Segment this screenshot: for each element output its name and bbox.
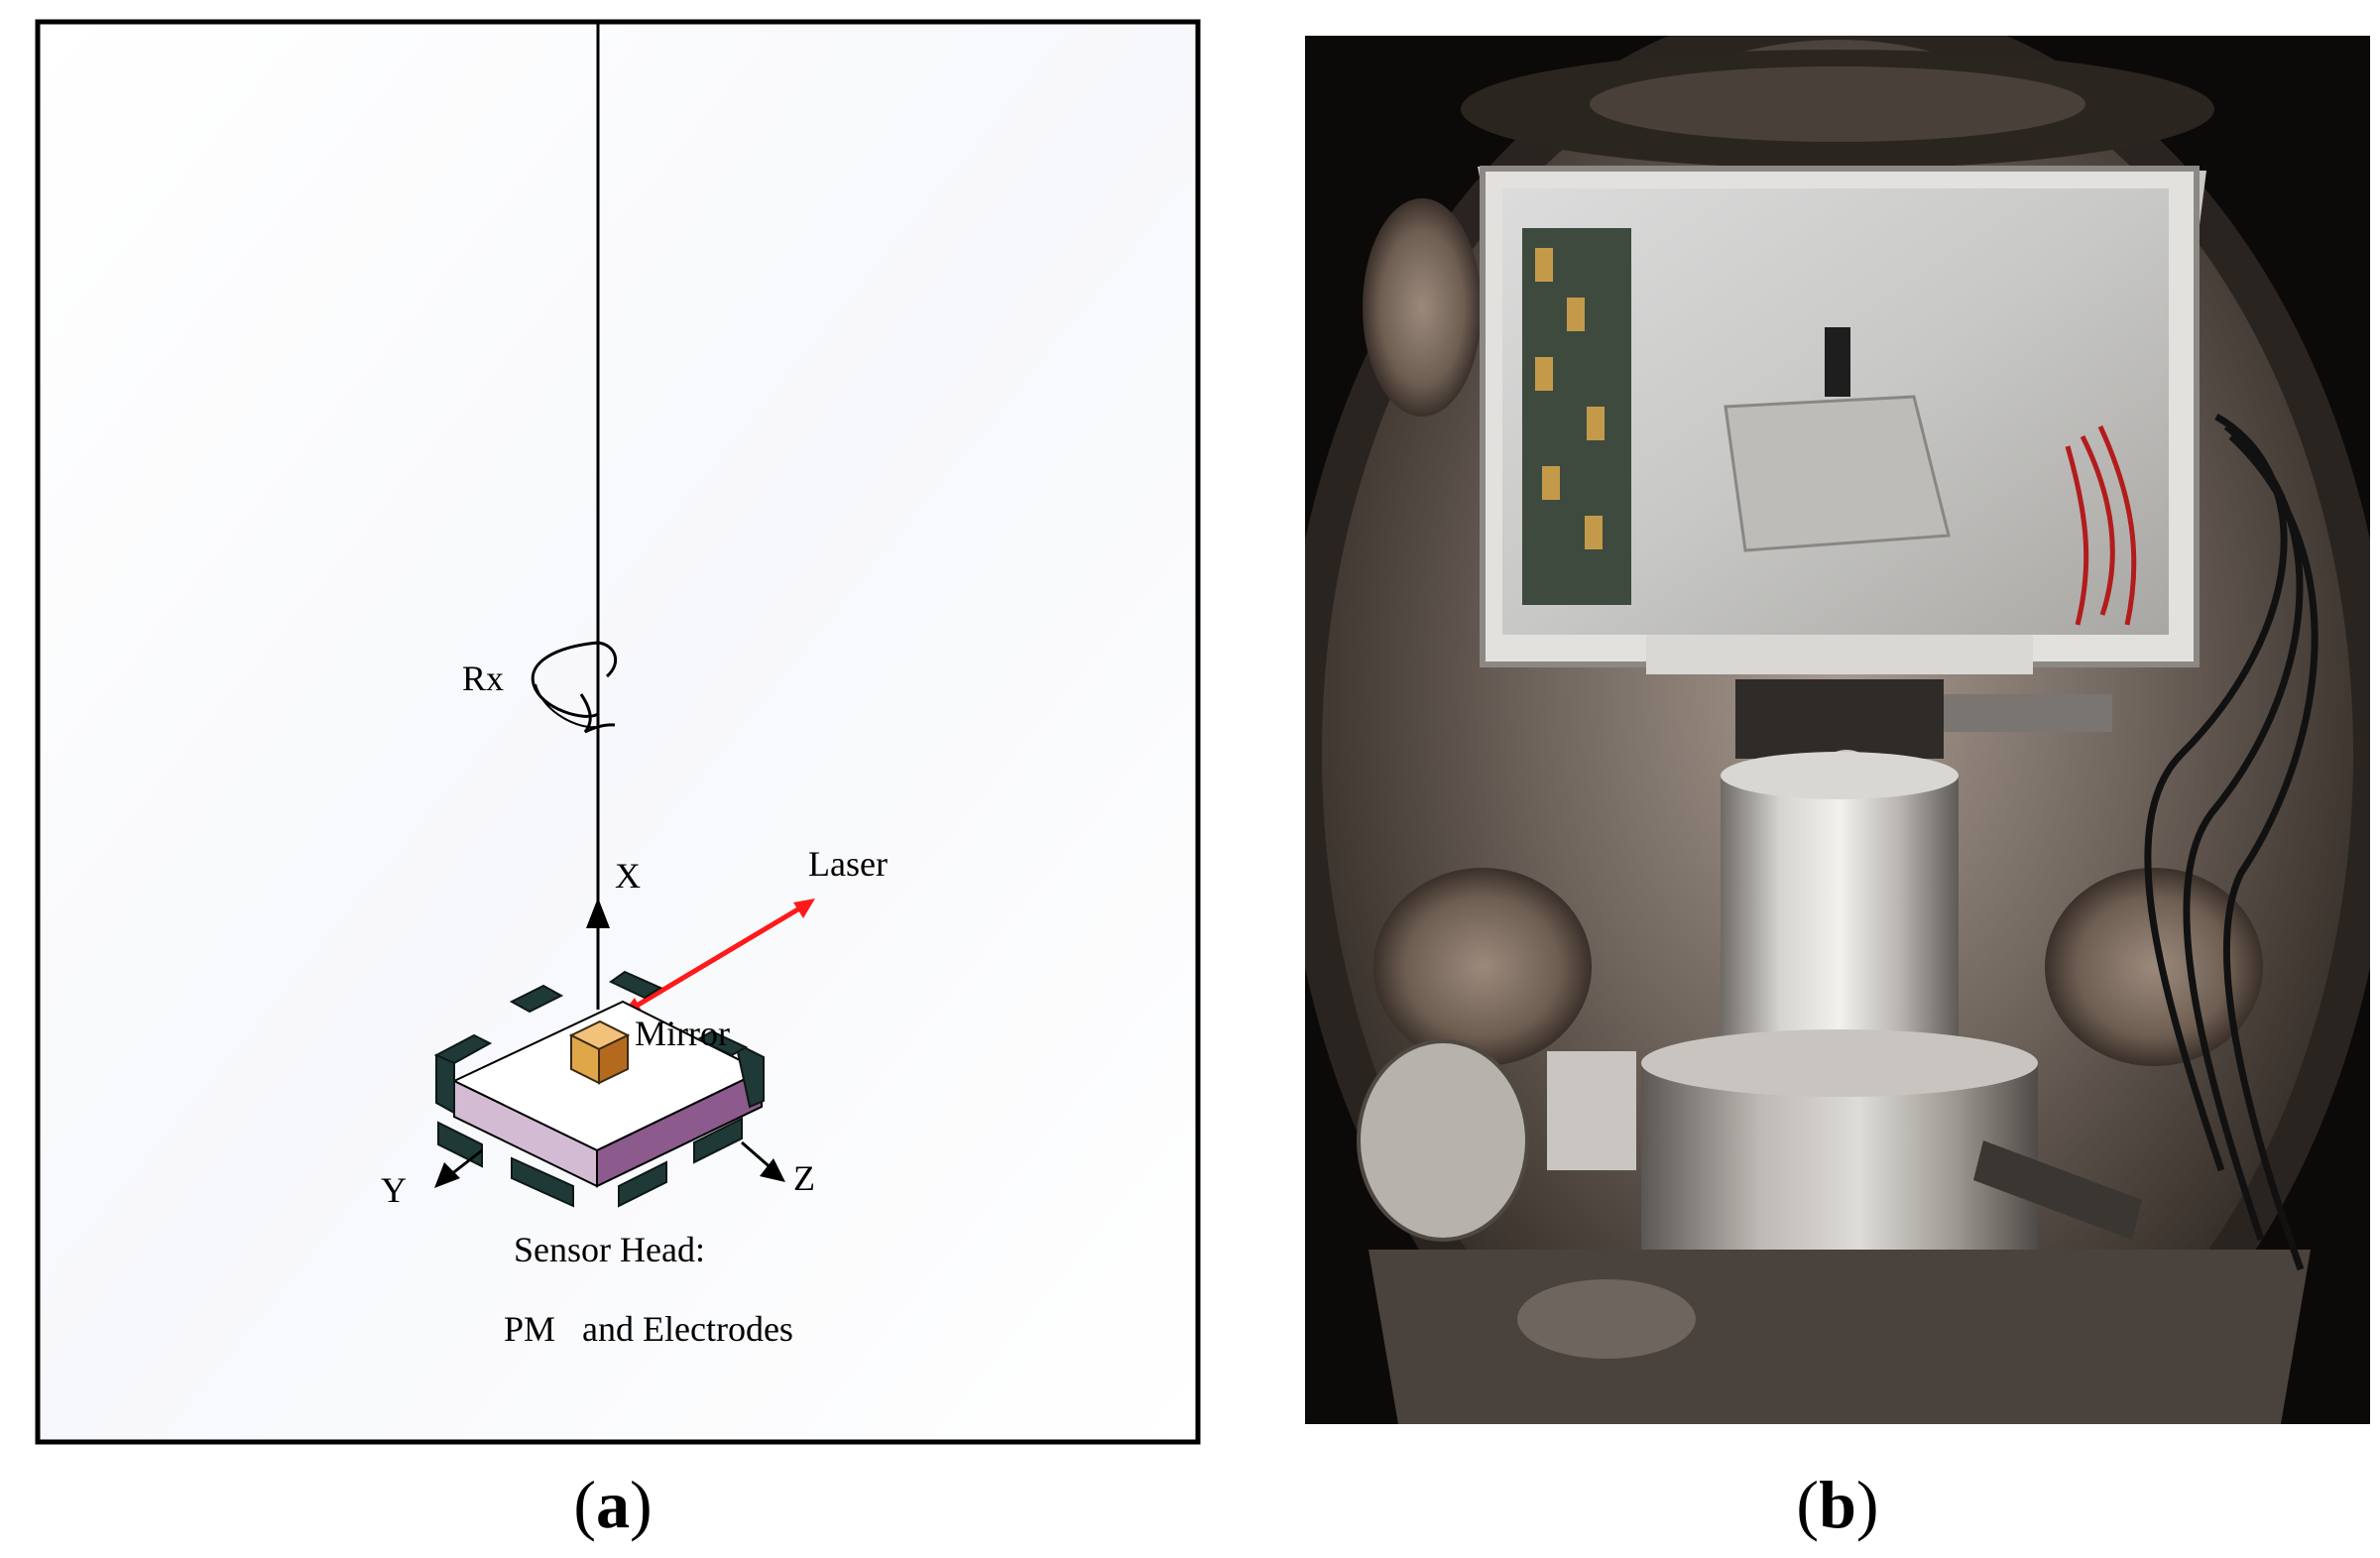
x-axis-arrowhead xyxy=(586,898,610,928)
electrode xyxy=(618,1160,667,1208)
port-left-upper xyxy=(1363,198,1482,417)
black-cables xyxy=(2144,413,2319,1271)
label-laser: Laser xyxy=(808,844,888,884)
electrodes xyxy=(433,970,765,1208)
mount-plate xyxy=(1724,395,1951,552)
port-right-lower xyxy=(2045,868,2263,1066)
column-top xyxy=(1721,752,1959,799)
floor-port xyxy=(1517,1279,1696,1359)
chamber-floor xyxy=(1368,1250,2311,1424)
gear-disc xyxy=(1357,1039,1529,1242)
electrode xyxy=(609,970,663,1000)
electrode xyxy=(509,984,564,1014)
mirror-mount xyxy=(1825,327,1850,397)
plate-front-right xyxy=(596,1069,763,1188)
laser-beam xyxy=(625,904,803,1015)
caption-a-letter: a xyxy=(596,1467,630,1542)
support-column xyxy=(1721,774,1959,1061)
caption-a: (a) xyxy=(573,1467,653,1542)
electrode xyxy=(734,1041,765,1109)
y-axis-arrowhead xyxy=(434,1162,460,1188)
right-rail xyxy=(1973,1140,2142,1240)
label-z: Z xyxy=(793,1158,815,1198)
circuit-components xyxy=(1535,248,1605,549)
panel-b-photo xyxy=(1305,36,2370,1424)
caption-b-letter: b xyxy=(1819,1467,1856,1542)
panel-a: Rx X Laser xyxy=(35,19,1201,1445)
z-axis-arrowhead xyxy=(760,1158,785,1182)
port-left-lower xyxy=(1373,868,1592,1066)
box-base-plate xyxy=(1646,635,2033,674)
electrode xyxy=(435,1053,455,1115)
label-x: X xyxy=(615,856,641,896)
label-rx: Rx xyxy=(462,659,504,698)
top-flange-inner xyxy=(1590,66,2085,142)
translation-stage xyxy=(1735,679,1944,759)
mirror-cube xyxy=(568,1019,631,1085)
laser-arrowhead-top xyxy=(793,899,815,918)
electrode xyxy=(511,1156,574,1208)
label-sensor-head: Sensor Head: xyxy=(514,1230,705,1269)
red-wires xyxy=(2065,424,2137,626)
rotation-rx-icon xyxy=(531,641,618,734)
cube-right xyxy=(598,1033,629,1085)
circuit-board xyxy=(1522,228,1631,605)
label-y: Y xyxy=(381,1170,407,1210)
electrode xyxy=(693,1117,743,1164)
caption-b: (b) xyxy=(1796,1467,1879,1542)
electrode xyxy=(437,1121,483,1168)
side-bracket xyxy=(1547,1051,1636,1170)
base-cylinder-top xyxy=(1641,1029,2038,1097)
label-mirror: Mirror xyxy=(635,1014,730,1053)
label-pm-electrodes: PM and Electrodes xyxy=(504,1309,793,1349)
electrode xyxy=(695,1029,749,1057)
micrometer xyxy=(1944,694,2112,732)
